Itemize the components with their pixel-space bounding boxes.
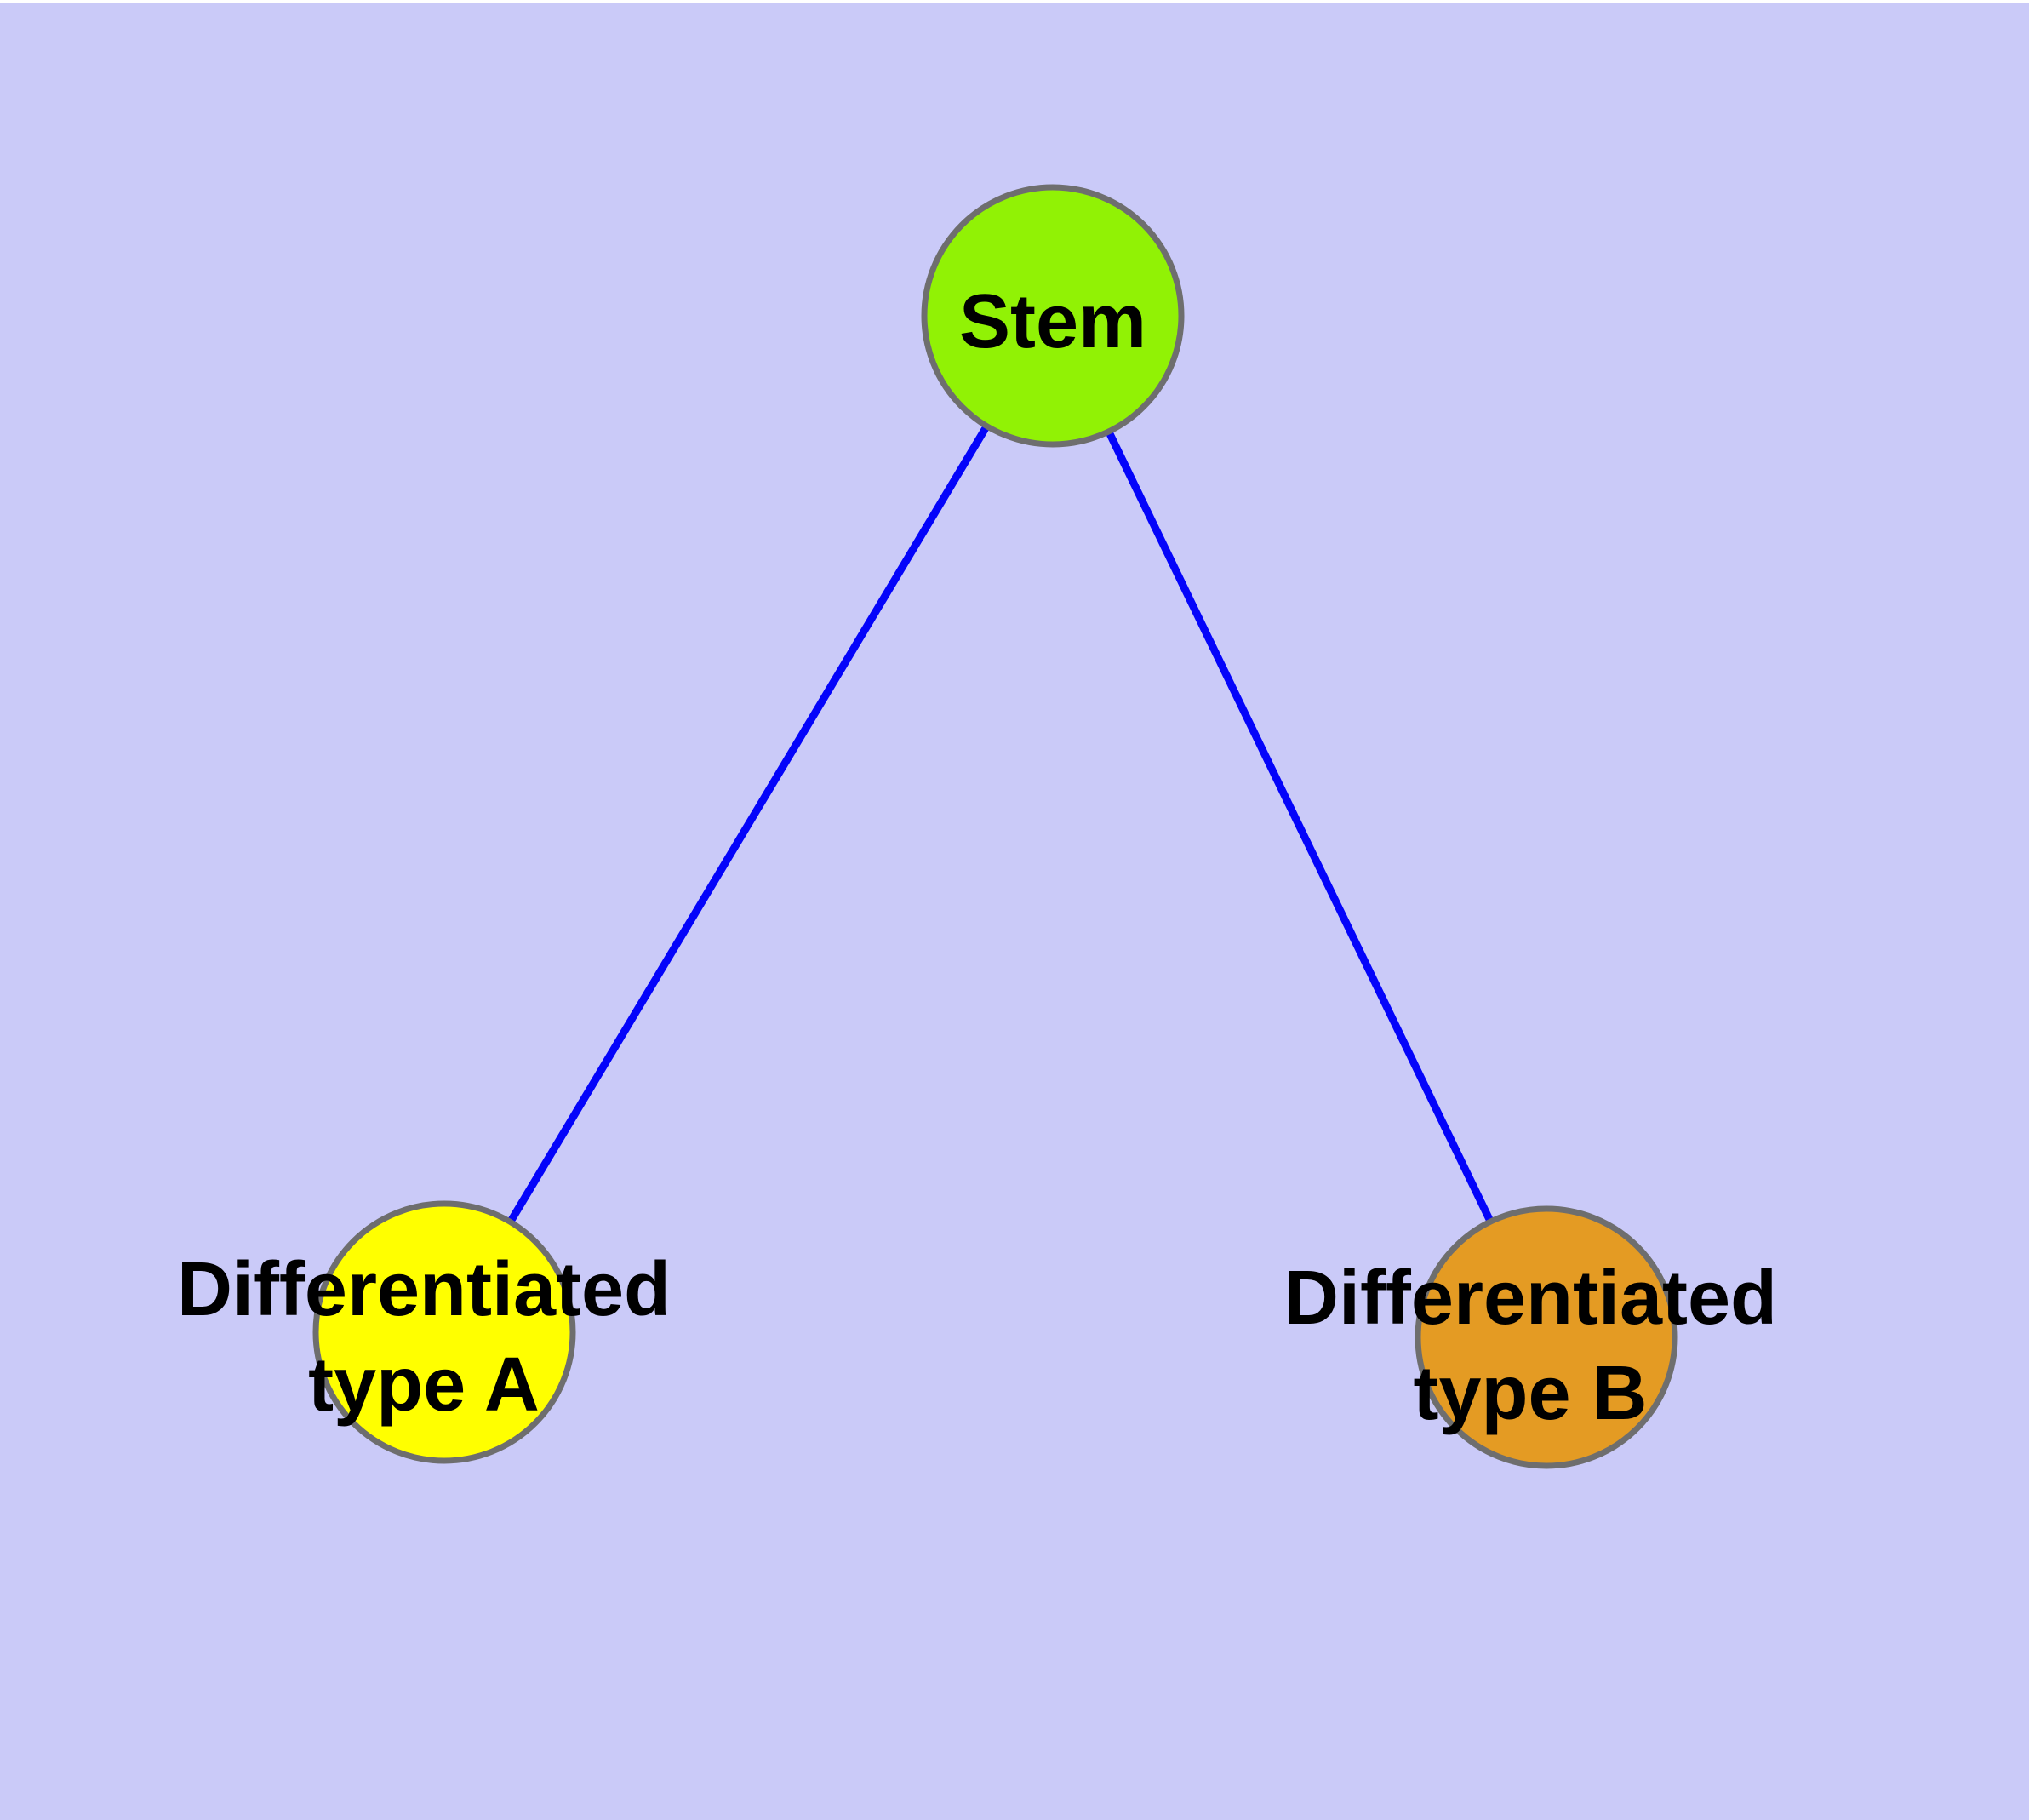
node-type-b-label-line2: type B xyxy=(1413,1351,1647,1436)
node-type-a-label-line2: type A xyxy=(308,1342,540,1428)
edge-stem-to-type-b xyxy=(1049,312,1551,1342)
top-edge-highlight xyxy=(0,0,2029,3)
node-differentiated-type-b xyxy=(1415,1205,1678,1469)
node-stem-label: Stem xyxy=(959,279,1146,364)
node-type-a-label-line1: Differentiated xyxy=(177,1247,671,1332)
edge-stem-to-type-a xyxy=(440,312,1057,1336)
node-type-b-label-line1: Differentiated xyxy=(1283,1256,1777,1341)
node-differentiated-type-a xyxy=(312,1200,576,1464)
node-stem xyxy=(921,184,1185,448)
